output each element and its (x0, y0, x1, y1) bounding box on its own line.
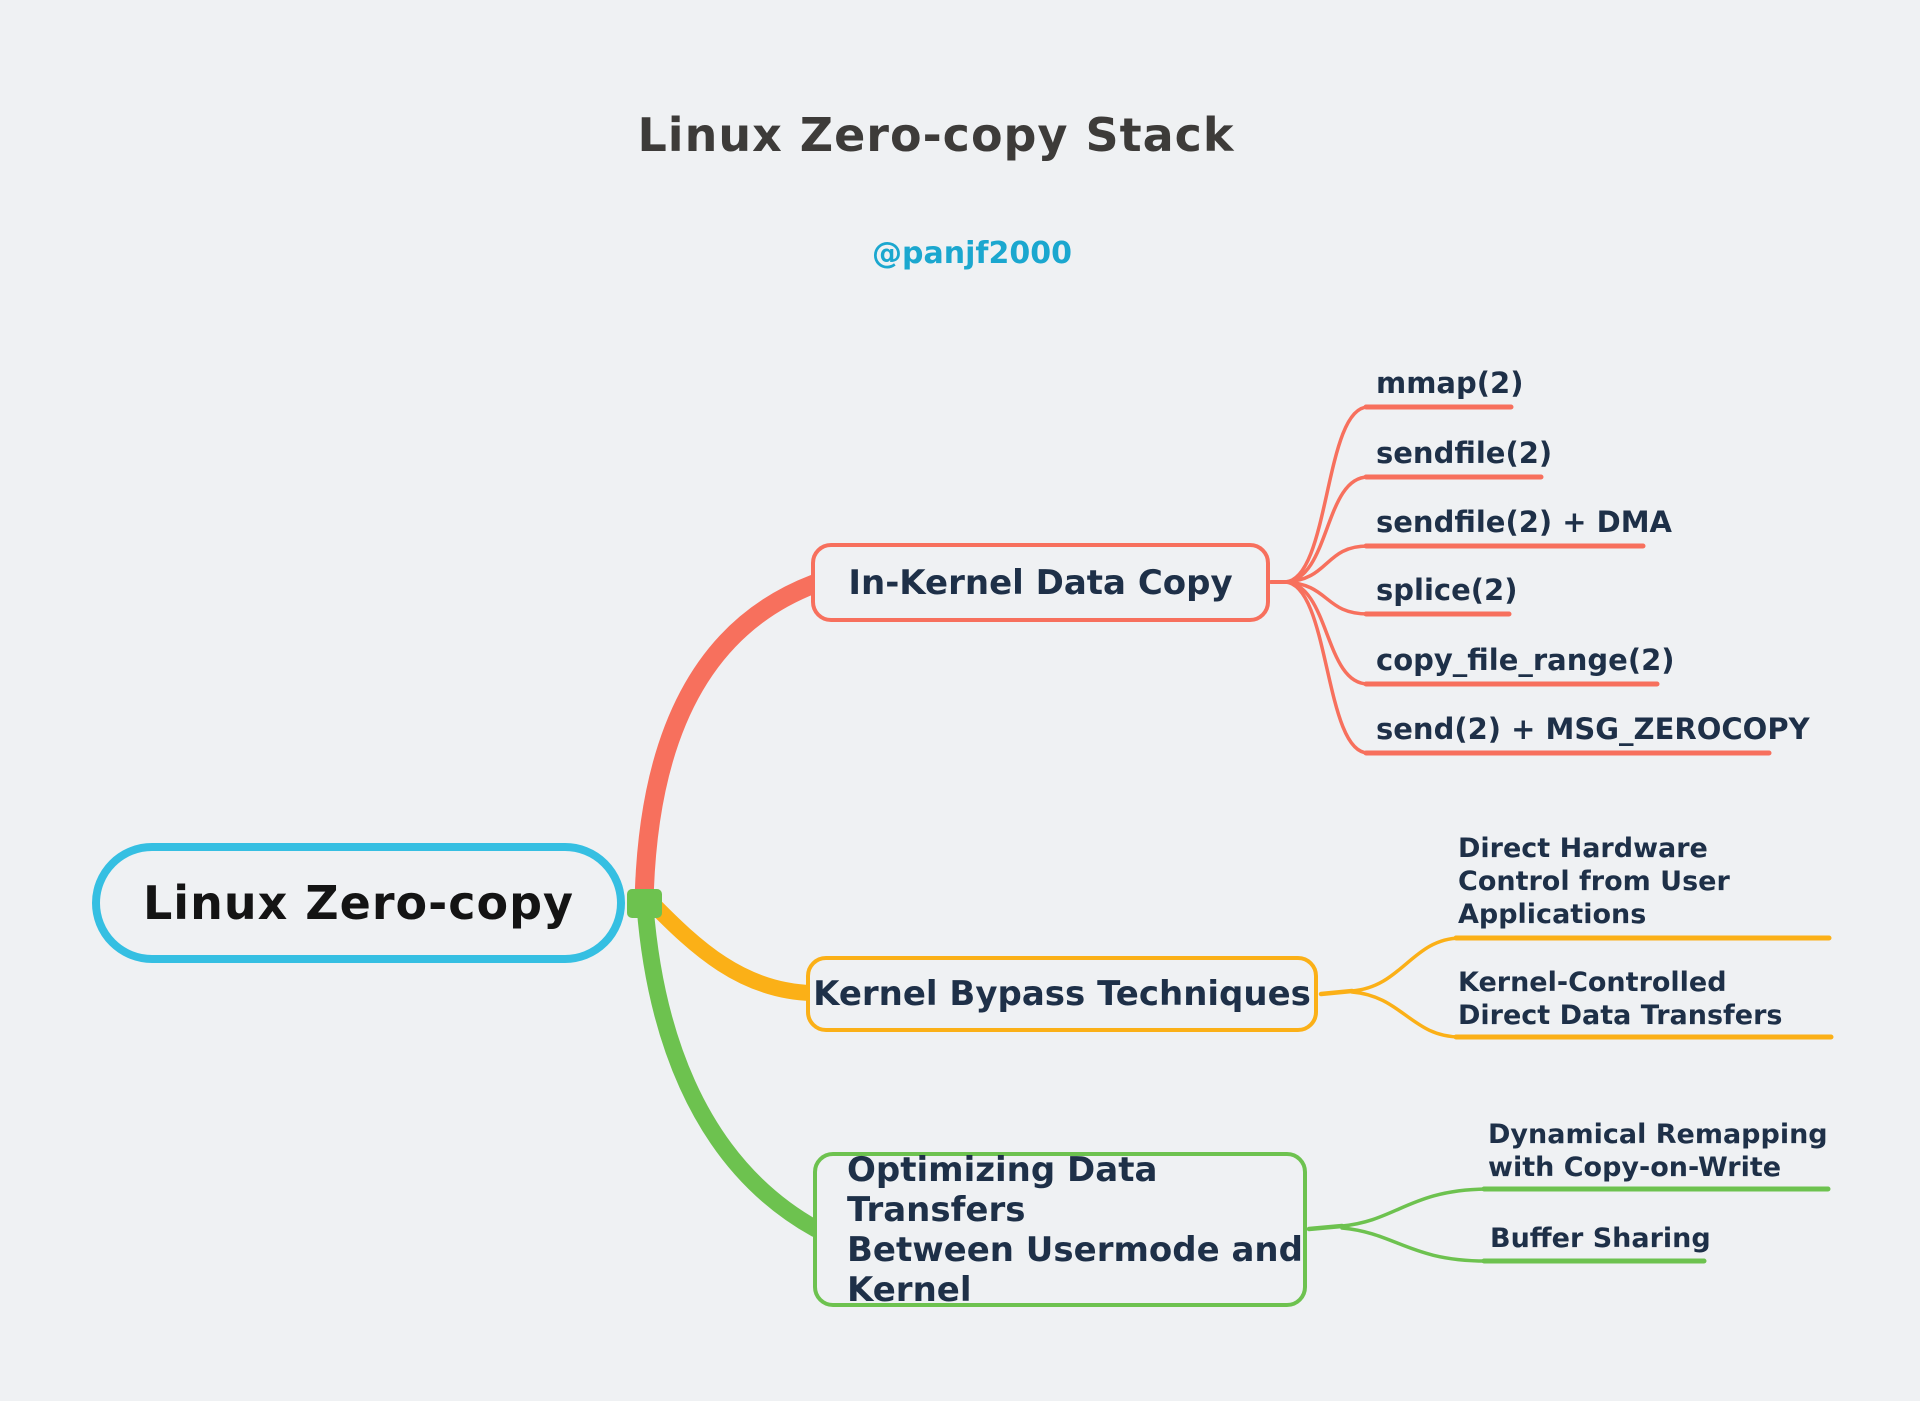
branch-node-optimizing-data-transfers[interactable]: Optimizing Data Transfers Between Usermo… (813, 1149, 1307, 1310)
kernel-bypass-fan-2 (1350, 990, 1462, 1039)
leaf-node-kernel-controlled-transfers[interactable]: Kernel-Controlled Direct Data Transfers (1458, 967, 1783, 1031)
kernel-bypass-stub (1318, 988, 1355, 997)
leaf-node-mmap[interactable]: mmap(2) (1376, 366, 1524, 400)
watermark-handle: @panjf2000 (872, 236, 1072, 271)
in-kernel-fan-4 (1283, 580, 1370, 616)
in-kernel-fan-1 (1283, 405, 1370, 584)
in-kernel-fan-6 (1283, 580, 1370, 755)
branch-node-label: In-Kernel Data Copy (848, 562, 1233, 603)
branch-node-label: Kernel Bypass Techniques (813, 974, 1311, 1014)
branch-link-kernel-bypass (642, 893, 820, 1001)
optimizing-stub (1306, 1223, 1345, 1232)
in-kernel-fan-3 (1283, 544, 1370, 584)
kernel-bypass-fan-1 (1350, 936, 1462, 993)
leaf-node-sendfile[interactable]: sendfile(2) (1376, 436, 1553, 470)
optimizing-fan-2 (1340, 1226, 1488, 1263)
leaf-node-direct-hardware-control[interactable]: Direct Hardware Control from User Applic… (1458, 833, 1730, 930)
leaf-node-copy-file-range[interactable]: copy_file_range(2) (1376, 643, 1675, 677)
leaf-node-msg-zerocopy[interactable]: send(2) + MSG_ZEROCOPY (1376, 712, 1810, 746)
branch-node-kernel-bypass-techniques[interactable]: Kernel Bypass Techniques (806, 956, 1318, 1032)
root-node-label: Linux Zero-copy (143, 876, 574, 930)
in-kernel-fan-2 (1283, 475, 1370, 584)
leaf-node-buffer-sharing[interactable]: Buffer Sharing (1490, 1223, 1711, 1254)
branch-node-in-kernel-data-copy[interactable]: In-Kernel Data Copy (811, 543, 1270, 622)
root-node-linux-zero-copy[interactable]: Linux Zero-copy (92, 843, 625, 963)
branch-link-in-kernel (634, 574, 824, 914)
branch-link-optimizing (636, 897, 825, 1238)
optimizing-fan-1 (1340, 1187, 1488, 1228)
root-junction-block (627, 889, 662, 918)
leaf-node-dynamical-remapping[interactable]: Dynamical Remapping with Copy-on-Write (1488, 1119, 1828, 1183)
branch-node-label: Optimizing Data Transfers Between Usermo… (847, 1149, 1303, 1310)
leaf-node-sendfile-dma[interactable]: sendfile(2) + DMA (1376, 505, 1672, 539)
leaf-node-splice[interactable]: splice(2) (1376, 573, 1518, 607)
page-title: Linux Zero-copy Stack (637, 108, 1235, 162)
